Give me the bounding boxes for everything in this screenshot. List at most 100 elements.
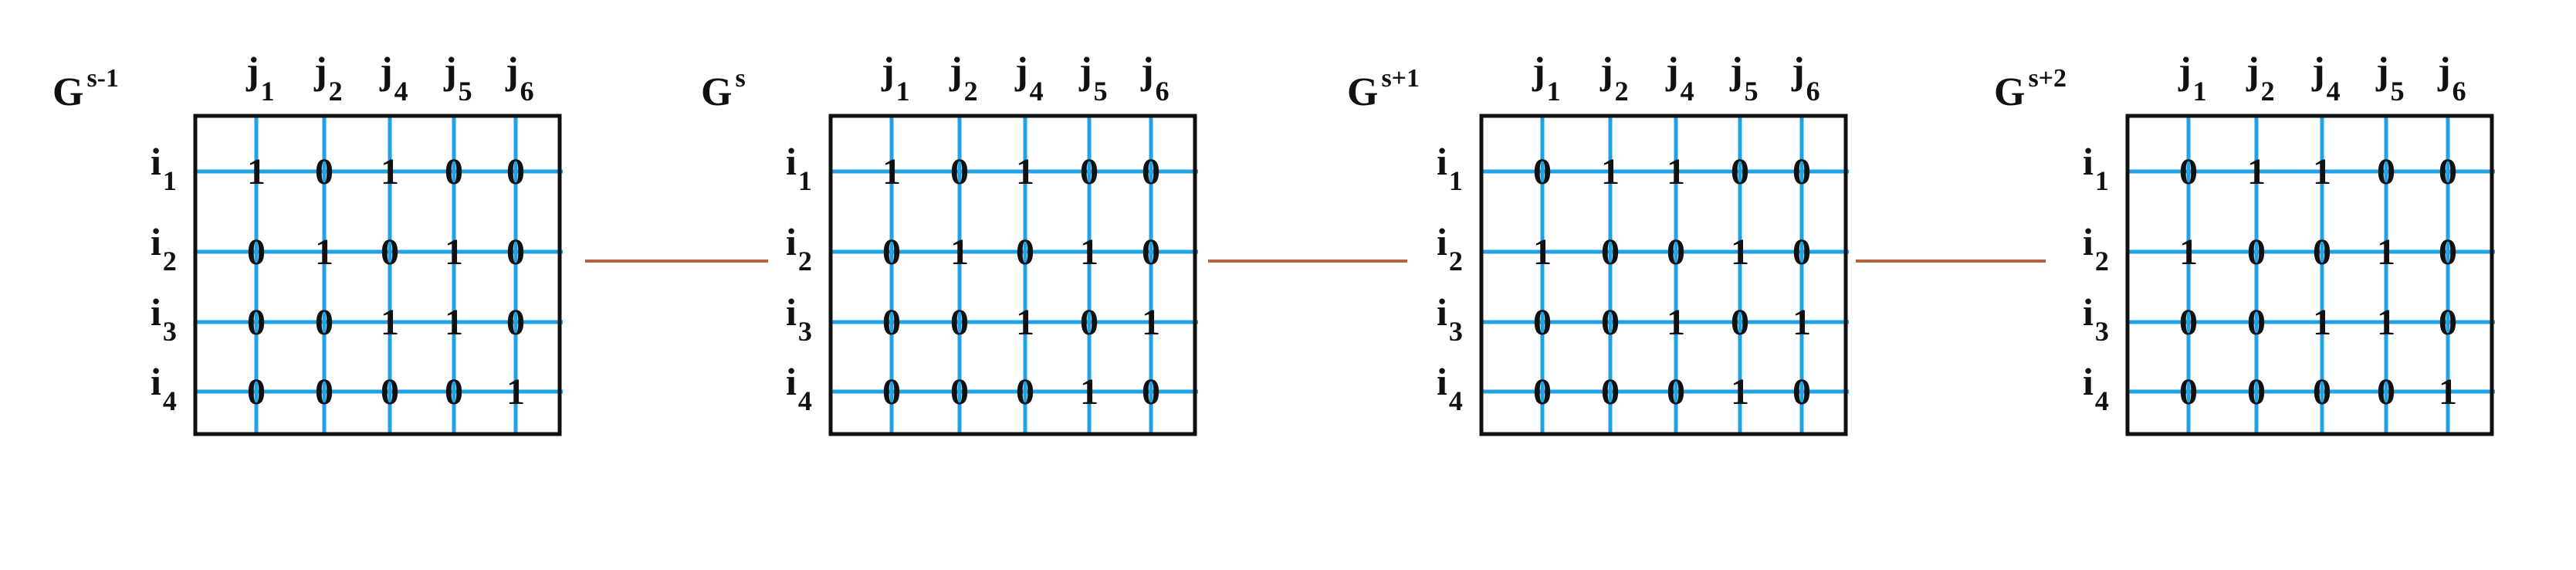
matrix-cell-value: 0 <box>247 302 266 343</box>
matrix-cell-value: 0 <box>506 302 525 343</box>
row-label-base: i <box>151 290 161 334</box>
column-label-sub: 2 <box>964 76 978 107</box>
matrix-cell-value: 1 <box>381 151 399 192</box>
matrix-cell-value: 1 <box>2179 232 2198 273</box>
column-label: j2 <box>2246 49 2275 107</box>
matrix-cell-value: 0 <box>882 302 901 343</box>
column-label: j5 <box>1078 49 1108 107</box>
row-label-sub: 4 <box>798 385 812 416</box>
matrix-label-base: G <box>52 70 83 114</box>
column-label: j2 <box>313 49 343 107</box>
row-label: i1 <box>1437 140 1463 196</box>
matrix-cell-value: 1 <box>2247 151 2266 192</box>
row-label: i3 <box>151 290 177 347</box>
row-label-base: i <box>1437 360 1447 403</box>
matrix-label-base: G <box>1347 70 1378 114</box>
matrix-cell-value: 1 <box>1016 302 1034 343</box>
matrix-cell-value: 0 <box>2179 302 2198 343</box>
matrix-box <box>828 114 1197 436</box>
row-label: i1 <box>786 140 812 196</box>
matrix-cell-value: 1 <box>1731 372 1749 412</box>
matrix-label-base: G <box>701 70 732 114</box>
matrix-cell-value: 1 <box>1792 302 1811 343</box>
row-label-base: i <box>786 140 797 183</box>
column-label: j5 <box>1729 49 1759 107</box>
row-label-sub: 2 <box>798 246 812 277</box>
matrix-cell-value: 0 <box>506 232 525 273</box>
column-label: j1 <box>881 49 910 107</box>
row-label-base: i <box>151 140 161 183</box>
column-label-base: j <box>1729 49 1743 92</box>
column-label-sub: 6 <box>1806 76 1820 107</box>
column-label-sub: 6 <box>520 76 534 107</box>
matrix-cell-value: 1 <box>1601 151 1620 192</box>
column-label-base: j <box>2246 49 2260 92</box>
matrix-cell-value: 1 <box>2439 372 2457 412</box>
column-label-base: j <box>2437 49 2451 92</box>
row-label: i1 <box>151 140 177 196</box>
column-label: j2 <box>949 49 978 107</box>
column-label-sub: 2 <box>1615 76 1629 107</box>
column-label-sub: 5 <box>2391 76 2405 107</box>
column-label-base: j <box>1791 49 1805 92</box>
matrix-cell-value: 0 <box>2377 151 2395 192</box>
matrix-cell-value: 0 <box>445 372 463 412</box>
matrix-cell-value: 0 <box>1601 232 1620 273</box>
column-label-base: j <box>1140 49 1154 92</box>
matrix-cell-value: 0 <box>950 372 969 412</box>
row-label-base: i <box>151 360 161 403</box>
column-label-base: j <box>2311 49 2325 92</box>
matrix-label-base: G <box>1994 70 2025 114</box>
matrix-cell-value: 0 <box>2439 302 2457 343</box>
matrix-cell-value: 1 <box>1016 151 1034 192</box>
column-label-base: j <box>881 49 895 92</box>
row-label: i4 <box>786 360 812 416</box>
column-label-base: j <box>1599 49 1613 92</box>
column-label: j6 <box>1791 49 1820 107</box>
column-label-sub: 5 <box>459 76 472 107</box>
matrix-cell-value: 0 <box>1792 372 1811 412</box>
matrix-cell-value: 0 <box>1731 302 1749 343</box>
matrix-cell-value: 0 <box>1533 302 1552 343</box>
row-label-base: i <box>786 220 797 263</box>
column-label-sub: 6 <box>2452 76 2466 107</box>
matrix-cell-value: 1 <box>1080 372 1098 412</box>
row-label-sub: 1 <box>2095 165 2109 196</box>
column-label-base: j <box>379 49 393 92</box>
column-label-base: j <box>1532 49 1545 92</box>
matrix-cell-value: 0 <box>1533 151 1552 192</box>
column-label: j4 <box>379 49 408 107</box>
matrix-cell-value: 0 <box>1142 151 1160 192</box>
column-label-base: j <box>443 49 457 92</box>
column-label-sub: 4 <box>394 76 408 107</box>
column-label-sub: 2 <box>2261 76 2275 107</box>
matrix-cell-value: 1 <box>2377 302 2395 343</box>
column-label: j1 <box>245 49 275 107</box>
row-label-base: i <box>2083 290 2094 334</box>
row-label-sub: 1 <box>1449 165 1463 196</box>
matrix-cell-value: 0 <box>2313 232 2331 273</box>
column-label-base: j <box>245 49 259 92</box>
matrix-cell-value: 0 <box>1080 151 1098 192</box>
matrix-cell-value: 0 <box>1142 232 1160 273</box>
matrix-cell-value: 0 <box>506 151 525 192</box>
column-label: j1 <box>2178 49 2207 107</box>
matrix-cell-value: 0 <box>882 232 901 273</box>
matrix-cell-value: 0 <box>2377 372 2395 412</box>
matrix-cell-value: 1 <box>381 302 399 343</box>
matrix-cell-value: 0 <box>2247 302 2266 343</box>
column-label-base: j <box>505 49 519 92</box>
row-label-base: i <box>2083 220 2094 263</box>
matrix-label-sub: s+1 <box>1381 64 1420 93</box>
matrix-cell-value: 1 <box>2313 151 2331 192</box>
matrix-cell-value: 0 <box>2439 151 2457 192</box>
matrix-cell-value: 0 <box>1016 372 1034 412</box>
matrix-cell-value: 0 <box>2439 232 2457 273</box>
matrix-box <box>193 114 562 436</box>
column-label-sub: 4 <box>2327 76 2341 107</box>
matrix-cell-value: 1 <box>315 232 333 273</box>
column-label: j4 <box>2311 49 2341 107</box>
matrix-cell-value: 1 <box>1667 302 1685 343</box>
